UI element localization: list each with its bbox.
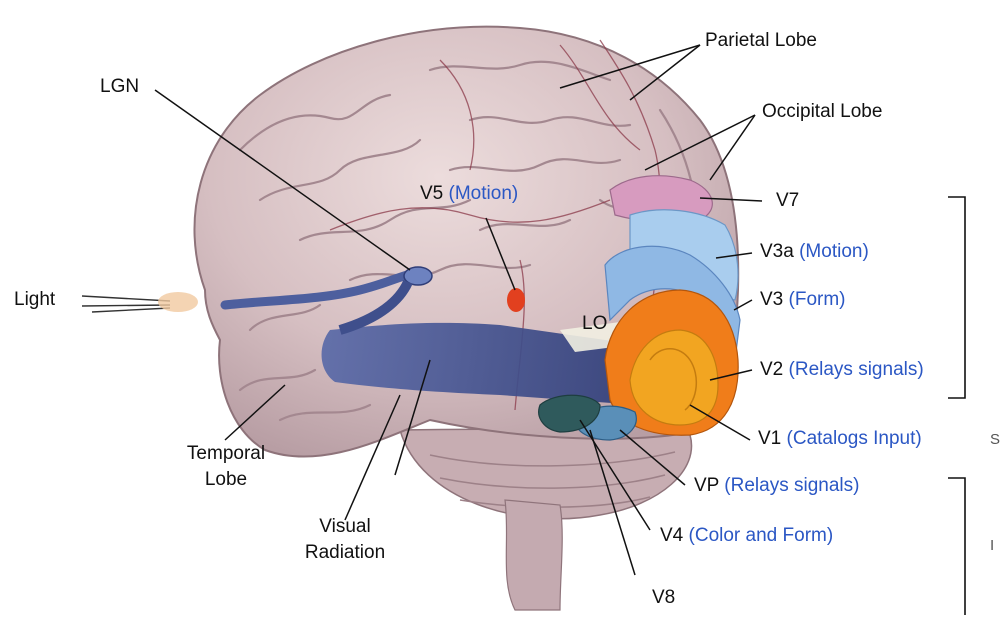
vp-name: VP	[694, 475, 719, 496]
label-v2: V2 (Relays signals)	[760, 359, 924, 381]
label-lgn: LGN	[100, 76, 139, 98]
light-rays	[82, 296, 170, 312]
label-v5: V5 (Motion)	[420, 183, 518, 205]
v3a-role: (Motion)	[799, 241, 869, 262]
label-v3: V3 (Form)	[760, 289, 846, 311]
area-v5	[507, 288, 525, 312]
v4-name: V4	[660, 525, 683, 546]
visual-line-1: Visual	[290, 516, 400, 538]
v1-role: (Catalogs Input)	[787, 428, 922, 449]
v4-role: (Color and Form)	[689, 525, 834, 546]
label-parietal-lobe: Parietal Lobe	[705, 30, 817, 52]
eye-glow	[158, 292, 198, 312]
label-vp: VP (Relays signals)	[694, 475, 859, 497]
edge-text-1: S	[990, 431, 1000, 448]
edge-text-2: I	[990, 537, 994, 554]
v5-name: V5	[420, 183, 443, 204]
v5-role: (Motion)	[449, 183, 519, 204]
label-v4: V4 (Color and Form)	[660, 525, 833, 547]
label-temporal-lobe: Temporal Lobe	[186, 443, 266, 491]
temporal-line-2: Lobe	[186, 469, 266, 491]
visual-line-2: Radiation	[290, 542, 400, 564]
label-lo: LO	[582, 313, 607, 335]
label-v8: V8	[652, 587, 675, 609]
v3-name: V3	[760, 289, 783, 310]
v3a-name: V3a	[760, 241, 794, 262]
brainstem	[505, 500, 562, 610]
v2-role: (Relays signals)	[789, 359, 924, 380]
temporal-line-1: Temporal	[186, 443, 266, 465]
label-v1: V1 (Catalogs Input)	[758, 428, 922, 450]
label-v7: V7	[776, 190, 799, 212]
v1-name: V1	[758, 428, 781, 449]
v3-role: (Form)	[789, 289, 846, 310]
label-visual-radiation: Visual Radiation	[290, 516, 400, 564]
lower-bracket	[948, 478, 965, 615]
label-v3a: V3a (Motion)	[760, 241, 869, 263]
label-occipital-lobe: Occipital Lobe	[762, 101, 882, 123]
vp-role: (Relays signals)	[724, 475, 859, 496]
label-light: Light	[14, 289, 55, 311]
v2-name: V2	[760, 359, 783, 380]
upper-bracket	[948, 197, 965, 398]
